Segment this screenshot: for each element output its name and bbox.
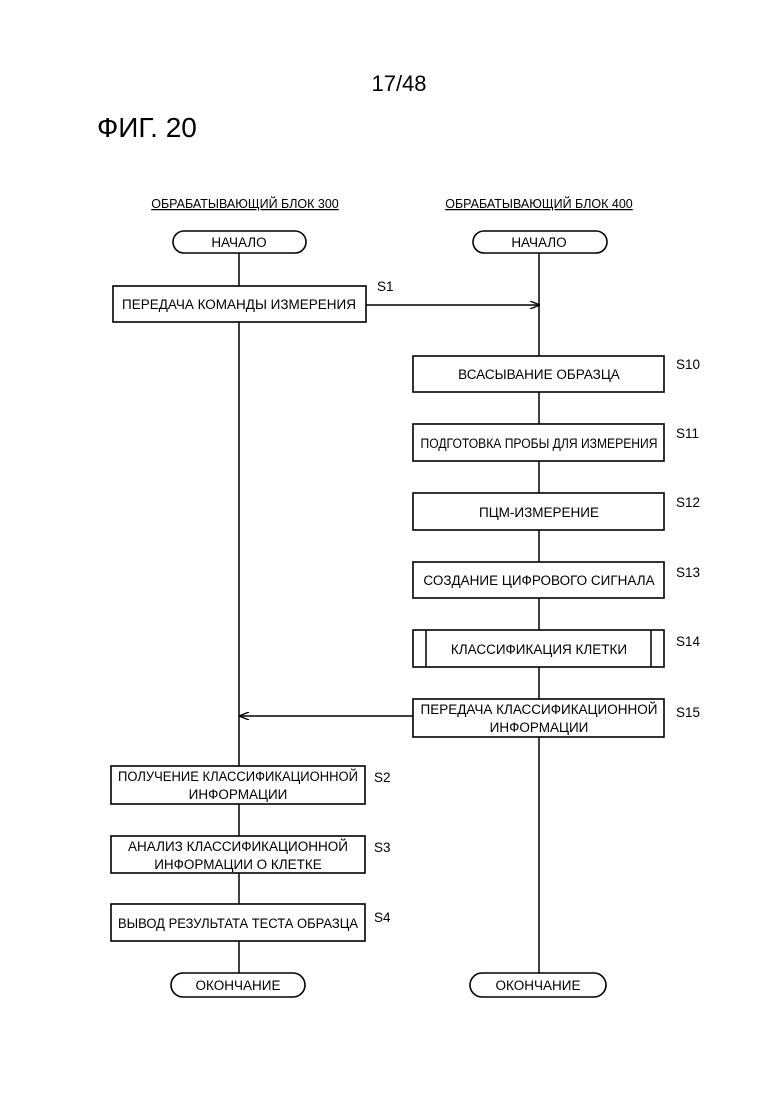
step-s10-text: ВСАСЫВАНИЕ ОБРАЗЦА — [458, 367, 620, 382]
step-s14-id: S14 — [676, 634, 701, 649]
left-end-label: ОКОНЧАНИЕ — [196, 978, 281, 993]
step-s12-text: ПЦМ-ИЗМЕРЕНИЕ — [479, 505, 599, 520]
step-s12-box: ПЦМ-ИЗМЕРЕНИЕ — [413, 493, 664, 530]
step-s13-box: СОЗДАНИЕ ЦИФРОВОГО СИГНАЛА — [413, 562, 664, 598]
step-s13-text: СОЗДАНИЕ ЦИФРОВОГО СИГНАЛА — [423, 573, 654, 588]
left-start-label: НАЧАЛО — [211, 235, 266, 250]
step-s1-id: S1 — [377, 279, 394, 294]
step-s4-id: S4 — [374, 910, 391, 925]
left-start-terminal: НАЧАЛО — [173, 231, 306, 253]
step-s10-box: ВСАСЫВАНИЕ ОБРАЗЦА — [413, 356, 664, 392]
step-s15-text-line2: ИНФОРМАЦИИ — [490, 720, 589, 735]
step-s12-id: S12 — [676, 495, 700, 510]
step-s10-id: S10 — [676, 357, 700, 372]
right-start-terminal: НАЧАЛО — [473, 231, 607, 253]
right-start-label: НАЧАЛО — [511, 235, 566, 250]
right-end-label: ОКОНЧАНИЕ — [496, 978, 581, 993]
step-s2-id: S2 — [374, 770, 391, 785]
step-s15-id: S15 — [676, 705, 700, 720]
step-s14-text: КЛАССИФИКАЦИЯ КЛЕТКИ — [451, 642, 627, 657]
left-end-terminal: ОКОНЧАНИЕ — [171, 973, 305, 997]
step-s3-text-line2: ИНФОРМАЦИИ О КЛЕТКЕ — [154, 857, 322, 872]
step-s11-box: ПОДГОТОВКА ПРОБЫ ДЛЯ ИЗМЕРЕНИЯ — [413, 424, 664, 461]
step-s3-id: S3 — [374, 840, 391, 855]
left-column-header: ОБРАБАТЫВАЮЩИЙ БЛОК 300 — [151, 196, 339, 211]
figure-title: ФИГ. 20 — [97, 112, 197, 143]
step-s1-box: ПЕРЕДАЧА КОМАНДЫ ИЗМЕРЕНИЯ — [113, 286, 366, 322]
step-s11-id: S11 — [676, 426, 699, 441]
step-s13-id: S13 — [676, 565, 700, 580]
step-s4-box: ВЫВОД РЕЗУЛЬТАТА ТЕСТА ОБРАЗЦА — [111, 904, 365, 941]
step-s2-text-line2: ИНФОРМАЦИИ — [189, 787, 288, 802]
step-s14-box: КЛАССИФИКАЦИЯ КЛЕТКИ — [413, 630, 664, 667]
right-end-terminal: ОКОНЧАНИЕ — [470, 973, 606, 997]
right-column-header: ОБРАБАТЫВАЮЩИЙ БЛОК 400 — [445, 196, 633, 211]
step-s4-text: ВЫВОД РЕЗУЛЬТАТА ТЕСТА ОБРАЗЦА — [118, 916, 358, 931]
step-s2-text-line1: ПОЛУЧЕНИЕ КЛАССИФИКАЦИОННОЙ — [118, 769, 358, 784]
step-s11-text: ПОДГОТОВКА ПРОБЫ ДЛЯ ИЗМЕРЕНИЯ — [421, 436, 658, 451]
step-s15-text-line1: ПЕРЕДАЧА КЛАССИФИКАЦИОННОЙ — [421, 702, 658, 717]
step-s3-box: АНАЛИЗ КЛАССИФИКАЦИОННОЙ ИНФОРМАЦИИ О КЛ… — [111, 836, 365, 873]
step-s3-text-line1: АНАЛИЗ КЛАССИФИКАЦИОННОЙ — [128, 839, 348, 854]
step-s1-text: ПЕРЕДАЧА КОМАНДЫ ИЗМЕРЕНИЯ — [122, 297, 356, 312]
step-s2-box: ПОЛУЧЕНИЕ КЛАССИФИКАЦИОННОЙ ИНФОРМАЦИИ — [111, 766, 365, 804]
page-number: 17/48 — [371, 71, 426, 96]
step-s15-box: ПЕРЕДАЧА КЛАССИФИКАЦИОННОЙ ИНФОРМАЦИИ — [413, 699, 664, 737]
